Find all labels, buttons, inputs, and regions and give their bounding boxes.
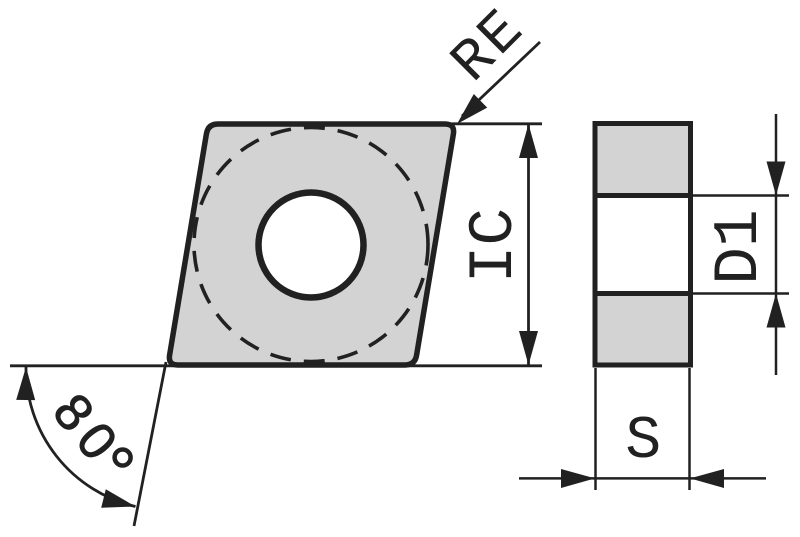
svg-text:S: S bbox=[625, 408, 661, 476]
svg-text:IC: IC bbox=[459, 208, 530, 284]
svg-text:RE: RE bbox=[440, 0, 539, 96]
svg-text:D1: D1 bbox=[704, 209, 775, 285]
